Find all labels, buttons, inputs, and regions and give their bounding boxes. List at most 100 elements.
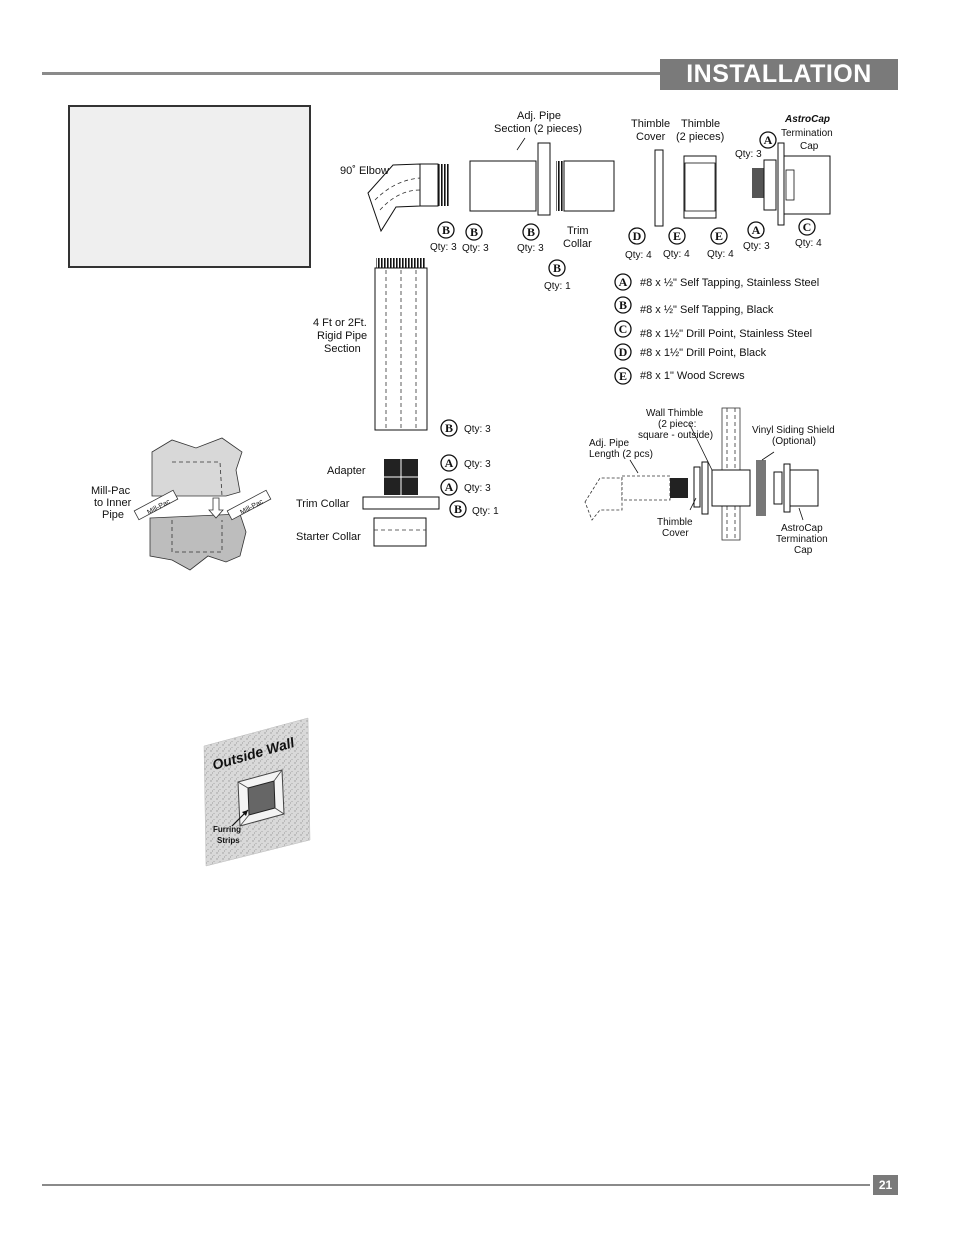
rigid-pipe-label-3: Section — [324, 343, 361, 355]
svg-text:#8 x 1½" Drill Point, Stainles: #8 x 1½" Drill Point, Stainless Steel — [640, 328, 812, 340]
trim-b-marker: B — [548, 259, 566, 277]
svg-text:B: B — [553, 261, 561, 275]
collar-qty: Qty: 1 — [472, 506, 499, 517]
svg-text:B: B — [442, 223, 450, 237]
rigid-b-marker: B — [440, 419, 458, 437]
svg-text:A: A — [619, 275, 628, 289]
wall-thimble-label-3: square - outside) — [638, 430, 713, 441]
rigid-qty: Qty: 3 — [464, 424, 491, 435]
svg-text:B: B — [454, 502, 462, 516]
wall-thimble-label-1: Wall Thimble — [646, 408, 704, 419]
svg-text:#8 x ½" Self Tapping, Stainles: #8 x ½" Self Tapping, Stainless Steel — [640, 277, 819, 289]
wall-thimble-cover-label-2: Cover — [662, 528, 689, 539]
starter-collar-label: Starter Collar — [296, 531, 361, 543]
cover-qty: Qty: 4 — [625, 250, 652, 261]
svg-text:A: A — [445, 480, 454, 494]
collar-b-marker: B — [449, 500, 467, 518]
adj1-b-marker: B — [465, 223, 483, 241]
thimble-e2-qty: Qty: 4 — [707, 249, 734, 260]
adj-pipe-label-1: Adj. Pipe — [517, 110, 561, 122]
screw-key: A #8 x ½" Self Tapping, Stainless Steel … — [614, 273, 819, 385]
thimble-drawing — [654, 142, 831, 227]
termination-label-2: Cap — [800, 141, 819, 152]
svg-text:A: A — [445, 456, 454, 470]
wall-thimble-label-2: (2 piece: — [658, 419, 696, 430]
adapter-a1-marker: A — [440, 454, 458, 472]
furring-label-1: Furring — [213, 825, 241, 834]
rigid-pipe-label-2: Rigid Pipe — [317, 330, 367, 342]
note-box — [68, 105, 311, 268]
thimble-e2-marker: E — [710, 227, 728, 245]
trim-collar-label-1: Trim — [567, 225, 589, 237]
outside-wall-drawing — [203, 717, 311, 867]
wall-astrocap-label-3: Cap — [794, 545, 813, 556]
millpac-label-1: Mill-Pac — [91, 485, 131, 497]
page-number: 21 — [873, 1175, 898, 1195]
svg-text:B: B — [445, 421, 453, 435]
cap-a-bottom-marker: A — [747, 221, 765, 239]
cap-a-bottom-qty: Qty: 3 — [743, 241, 770, 252]
svg-text:C: C — [803, 220, 812, 234]
vinyl-label-1: Vinyl Siding Shield — [752, 425, 835, 436]
cover-d-marker: D — [628, 227, 646, 245]
adj2-b-marker: B — [522, 223, 540, 241]
thimble-e1-qty: Qty: 4 — [663, 249, 690, 260]
svg-text:B: B — [470, 225, 478, 239]
svg-text:D: D — [633, 229, 642, 243]
svg-text:#8 x 1" Wood Screws: #8 x 1" Wood Screws — [640, 370, 745, 382]
rigid-pipe-drawing — [374, 258, 428, 431]
adapter-a2-marker: A — [440, 478, 458, 496]
vinyl-label-2: (Optional) — [772, 436, 816, 447]
thimble-e1-marker: E — [668, 227, 686, 245]
header-rule — [42, 72, 660, 75]
svg-text:#8 x 1½" Drill Point, Black: #8 x 1½" Drill Point, Black — [640, 347, 767, 359]
cap-c-qty: Qty: 4 — [795, 238, 822, 249]
adj2-qty: Qty: 3 — [517, 243, 544, 254]
wall-section-drawing — [584, 407, 819, 541]
adj-pipe-drawing — [469, 137, 615, 216]
key-b: B #8 x ½" Self Tapping, Black — [614, 296, 774, 316]
adj-length-label-1: Adj. Pipe — [589, 438, 629, 449]
thimble-label-2: (2 pieces) — [676, 131, 724, 143]
cap-a-top-marker: A — [759, 131, 777, 149]
elbow-qty: Qty: 3 — [430, 242, 457, 253]
adapter-drawing — [362, 459, 440, 547]
svg-text:C: C — [619, 322, 628, 336]
furring-label-2: Strips — [217, 836, 240, 845]
adj-length-label-2: Length (2 pcs) — [589, 449, 653, 460]
adapter-a1-qty: Qty: 3 — [464, 459, 491, 470]
key-a: A #8 x ½" Self Tapping, Stainless Steel — [614, 273, 819, 291]
thimble-cover-label-2: Cover — [636, 131, 666, 143]
svg-text:B: B — [619, 298, 627, 312]
thimble-cover-label-1: Thimble — [631, 118, 670, 130]
cap-a-top-qty: Qty: 3 — [735, 149, 762, 160]
svg-text:E: E — [673, 229, 681, 243]
svg-text:A: A — [752, 223, 761, 237]
cap-c-marker: C — [798, 218, 816, 236]
svg-text:E: E — [715, 229, 723, 243]
millpac-label-2: to Inner — [94, 497, 132, 509]
astrocap-label: AstroCap — [784, 114, 830, 125]
wall-thimble-cover-label-1: Thimble — [657, 517, 693, 528]
trim-collar-label-2: Collar — [563, 238, 592, 250]
section-title: INSTALLATION — [660, 59, 898, 90]
trim-qty: Qty: 1 — [544, 281, 571, 292]
svg-text:D: D — [619, 345, 628, 359]
elbow-label: 90˚ Elbow — [340, 165, 389, 177]
elbow-b-marker: B — [437, 221, 455, 239]
key-e: E #8 x 1" Wood Screws — [614, 367, 745, 385]
key-c: C #8 x 1½" Drill Point, Stainless Steel — [614, 320, 812, 340]
svg-text:#8 x ½" Self Tapping, Black: #8 x ½" Self Tapping, Black — [640, 304, 774, 316]
wall-astrocap-label-1: AstroCap — [781, 523, 823, 534]
svg-text:B: B — [527, 225, 535, 239]
termination-label-1: Termination — [781, 128, 833, 139]
adapter-label: Adapter — [327, 465, 366, 477]
millpac-label-3: Pipe — [102, 509, 124, 521]
thimble-label-1: Thimble — [681, 118, 720, 130]
elbow-drawing — [367, 163, 450, 233]
svg-text:A: A — [764, 133, 773, 147]
adapter-a2-qty: Qty: 3 — [464, 483, 491, 494]
trim-collar-2-label: Trim Collar — [296, 498, 350, 510]
millpac-drawing: Mill-Pac Mill-Pac — [133, 437, 272, 571]
